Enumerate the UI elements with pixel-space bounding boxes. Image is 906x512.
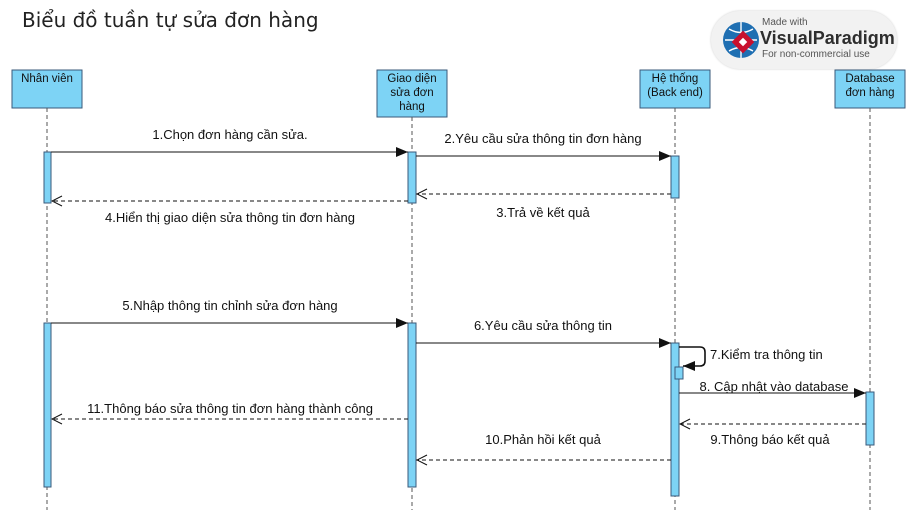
activation-bar	[43, 322, 52, 488]
message-label: 3.Trả về kết quả	[496, 205, 590, 220]
visual-paradigm-logo-icon	[723, 22, 759, 58]
message-2: 2.Yêu cầu sửa thông tin đơn hàng	[416, 131, 671, 161]
message-label: 2.Yêu cầu sửa thông tin đơn hàng	[444, 131, 641, 146]
message-5: 5.Nhập thông tin chỉnh sửa đơn hàng	[51, 298, 408, 328]
message-label: 11.Thông báo sửa thông tin đơn hàng thàn…	[87, 401, 373, 416]
message-11: 11.Thông báo sửa thông tin đơn hàng thàn…	[51, 401, 408, 419]
message-label: 4.Hiển thị giao diện sửa thông tin đơn h…	[105, 210, 355, 225]
activation-bar	[670, 342, 680, 497]
participant-label: Hệ thống	[652, 73, 699, 85]
message-3: 3.Trả về kết quả	[416, 194, 671, 220]
activation-bar	[674, 366, 684, 380]
participant-he-thong: Hệ thống (Back end)	[639, 69, 711, 109]
participant-label: Database	[845, 73, 894, 85]
message-label: 6.Yêu cầu sửa thông tin	[474, 318, 612, 333]
message-label: 9.Thông báo kết quả	[710, 432, 830, 447]
activation-bar	[670, 155, 680, 199]
message-4: 4.Hiển thị giao diện sửa thông tin đơn h…	[51, 201, 408, 225]
logo-made-with: Made with	[762, 17, 808, 28]
visual-paradigm-logo[interactable]: Made with VisualParadigm For non-commerc…	[711, 11, 897, 69]
message-8: 8. Cập nhật vào database	[679, 379, 866, 398]
message-label: 8. Cập nhật vào database	[700, 379, 849, 394]
message-label: 10.Phản hồi kết quả	[485, 432, 601, 447]
activation-bar	[43, 151, 52, 204]
logo-brand: VisualParadigm	[760, 28, 895, 48]
participant-label: sửa đơn	[390, 87, 433, 99]
message-label: 7.Kiểm tra thông tin	[710, 347, 823, 362]
participant-database: Database đơn hàng	[834, 69, 906, 109]
activation-bar	[865, 391, 875, 446]
message-6: 6.Yêu cầu sửa thông tin	[416, 318, 671, 348]
message-9: 9.Thông báo kết quả	[679, 424, 866, 447]
activation-bar	[407, 151, 417, 204]
activation-bar	[407, 322, 417, 488]
participant-label: hàng	[399, 101, 425, 113]
participant-label: đơn hàng	[845, 87, 894, 99]
message-1: 1.Chọn đơn hàng cần sửa.	[51, 127, 408, 157]
message-label: 1.Chọn đơn hàng cần sửa.	[152, 127, 307, 142]
participant-nhan-vien: Nhân viên	[11, 69, 83, 109]
participant-label: Nhân viên	[21, 73, 73, 85]
message-10: 10.Phản hồi kết quả	[416, 432, 671, 460]
message-7: 7.Kiểm tra thông tin	[679, 346, 823, 371]
participant-label: (Back end)	[647, 87, 703, 99]
logo-note: For non-commercial use	[762, 49, 870, 60]
participant-giao-dien: Giao diện sửa đơn hàng	[376, 69, 448, 118]
message-label: 5.Nhập thông tin chỉnh sửa đơn hàng	[122, 298, 337, 313]
page-title: Biểu đồ tuần tự sửa đơn hàng	[22, 8, 319, 32]
participant-label: Giao diện	[387, 73, 436, 85]
